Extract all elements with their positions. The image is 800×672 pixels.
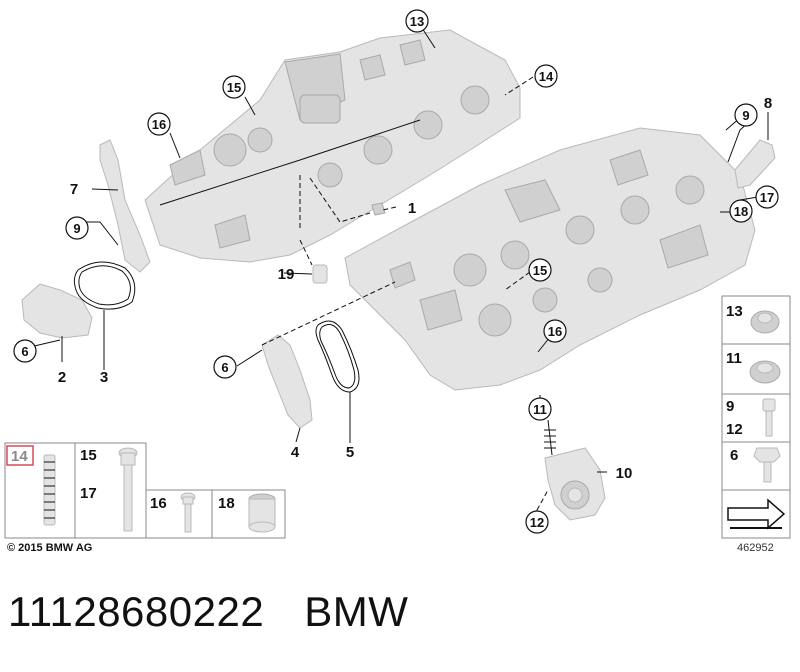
legend-9-label: 9	[726, 398, 734, 415]
svg-text:4: 4	[291, 444, 300, 461]
gasket-part-3	[73, 261, 136, 310]
svg-text:6: 6	[221, 360, 228, 375]
svg-text:2: 2	[58, 369, 66, 386]
callout-17: 17	[755, 185, 779, 209]
callout-9a: 9	[65, 216, 89, 240]
callout-18: 18	[729, 199, 753, 223]
screw-part-1	[371, 202, 386, 216]
leader-lines	[29, 27, 769, 512]
legend-13-label: 13	[726, 303, 743, 320]
callout-10: 10	[616, 465, 633, 482]
cover-part-2	[21, 283, 93, 339]
copyright: © 2015 BMW AG	[7, 542, 93, 554]
callout-3: 3	[100, 369, 108, 386]
part-8	[734, 139, 776, 189]
callout-11: 11	[528, 397, 552, 421]
callout-16a: 16	[147, 112, 171, 136]
legend-11-label: 11	[726, 350, 742, 367]
brand-name: BMW	[304, 588, 409, 635]
legend-12-label: 12	[726, 421, 743, 438]
svg-text:10: 10	[616, 465, 633, 482]
svg-text:15: 15	[533, 263, 547, 278]
part-caption: 11128680222 BMW	[8, 588, 408, 636]
svg-text:14: 14	[539, 69, 554, 84]
callout-6a: 6	[13, 339, 37, 363]
callout-9b: 9	[734, 103, 758, 127]
sleeve-part-19	[312, 264, 328, 284]
callout-5: 5	[346, 444, 354, 461]
callout-2: 2	[58, 369, 66, 386]
svg-text:19: 19	[278, 266, 295, 283]
legend-15-label: 15	[80, 447, 97, 464]
callout-15b: 15	[528, 258, 552, 282]
svg-text:11: 11	[533, 402, 547, 417]
callout-14: 14	[534, 64, 558, 88]
svg-text:3: 3	[100, 369, 108, 386]
legend-right: 13 11 9 12 6	[721, 295, 791, 539]
cylinder-head-upper	[144, 29, 521, 263]
svg-text:16: 16	[548, 324, 562, 339]
svg-text:9: 9	[73, 221, 80, 236]
next-page-arrow-icon	[727, 498, 786, 530]
callout-13: 13	[405, 9, 429, 33]
part-number: 11128680222	[8, 588, 265, 635]
cylinder-head-main	[344, 127, 756, 391]
callout-7: 7	[70, 181, 78, 198]
svg-text:18: 18	[734, 204, 748, 219]
svg-text:17: 17	[760, 190, 774, 205]
gasket-part-5	[315, 320, 360, 393]
legend-14-label: 14	[11, 448, 28, 465]
cover-part-4	[261, 334, 313, 429]
legend-bottom: 14 15 17 16 18	[4, 442, 286, 539]
callout-19: 19	[278, 266, 295, 283]
callout-16b: 16	[543, 319, 567, 343]
svg-text:13: 13	[410, 14, 424, 29]
svg-text:1: 1	[408, 200, 416, 217]
parts-diagram: 13 15 14 16 7 9 1 19 6 2 3 9 8 17	[4, 9, 791, 539]
callout-6b: 6	[213, 355, 237, 379]
svg-text:8: 8	[764, 95, 772, 112]
legend-6-label: 6	[730, 447, 738, 464]
callout-15a: 15	[222, 75, 246, 99]
svg-text:9: 9	[742, 108, 749, 123]
legend-14-highlight	[6, 445, 34, 466]
callout-4: 4	[291, 444, 300, 461]
callout-12: 12	[525, 510, 549, 534]
callout-1: 1	[408, 200, 416, 217]
svg-text:16: 16	[152, 117, 166, 132]
callout-8: 8	[764, 95, 772, 112]
legend-18-label: 18	[218, 495, 235, 512]
svg-text:12: 12	[530, 515, 544, 530]
diagram-reference: 462952	[737, 542, 774, 554]
bracket-part-7	[99, 139, 151, 273]
svg-text:15: 15	[227, 80, 241, 95]
sensor-part-10	[544, 419, 606, 521]
svg-text:6: 6	[21, 344, 28, 359]
legend-17-label: 17	[80, 485, 97, 502]
svg-text:5: 5	[346, 444, 354, 461]
svg-text:7: 7	[70, 181, 78, 198]
legend-16-label: 16	[150, 495, 167, 512]
